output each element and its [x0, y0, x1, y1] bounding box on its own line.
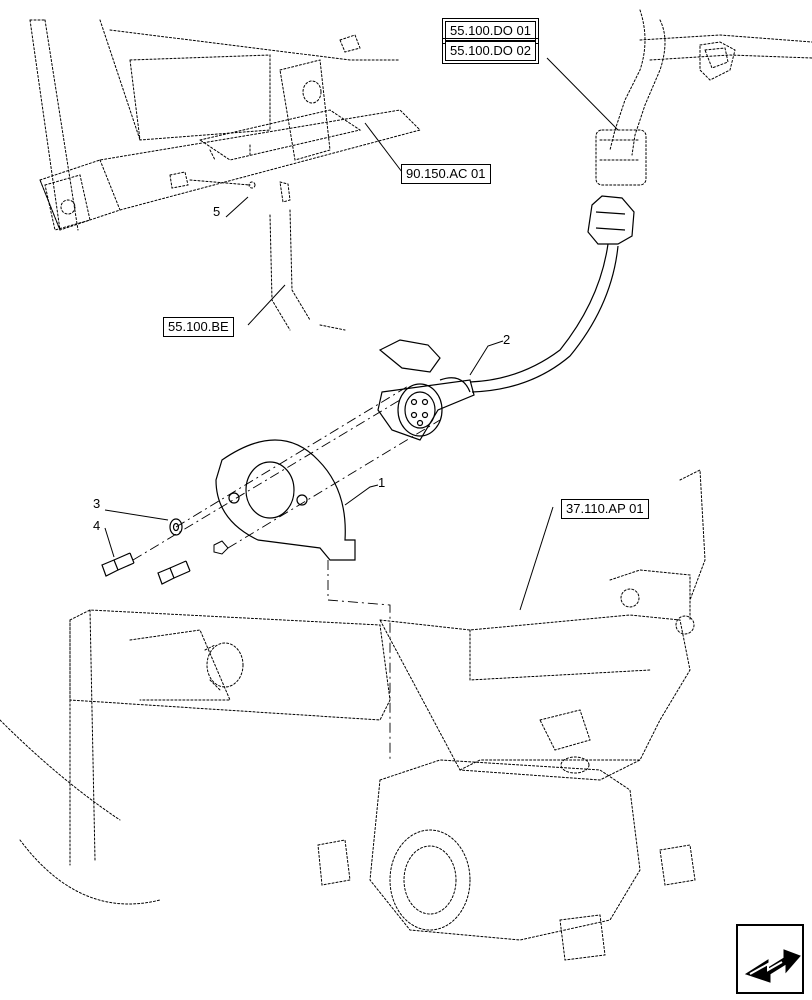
mounting-bracket: [215, 439, 356, 561]
forward-arrow-icon: [744, 949, 801, 983]
callout-item-2: 2: [503, 332, 511, 347]
frame-assembly-top-left: [29, 19, 421, 231]
ref-label-55-100-do-01[interactable]: 55.100.DO 01: [442, 18, 539, 44]
ref-label-90-150-ac-01[interactable]: 90.150.AC 01: [401, 164, 491, 184]
connector-harness-top: [595, 9, 812, 186]
bolt-item-4: [101, 552, 135, 577]
callout-item-4: 4: [93, 518, 101, 533]
nut: [213, 540, 229, 555]
drawbar-assembly: [0, 469, 706, 961]
next-page-button[interactable]: [736, 924, 804, 994]
ref-label-55-100-be[interactable]: 55.100.BE: [163, 317, 234, 337]
assembly-lines: [132, 384, 441, 760]
leader-lines: [104, 57, 619, 611]
wiring-harness-be: [269, 209, 346, 331]
washer: [169, 518, 183, 536]
callout-item-1: 1: [378, 475, 386, 490]
bolt-second: [157, 560, 191, 585]
ref-label-55-100-do-02[interactable]: 55.100.DO 02: [442, 38, 539, 64]
trailer-socket: [377, 195, 635, 441]
callout-item-5: 5: [213, 204, 221, 219]
ref-label-37-110-ap-01[interactable]: 37.110.AP 01: [561, 499, 649, 519]
callout-item-3: 3: [93, 496, 101, 511]
